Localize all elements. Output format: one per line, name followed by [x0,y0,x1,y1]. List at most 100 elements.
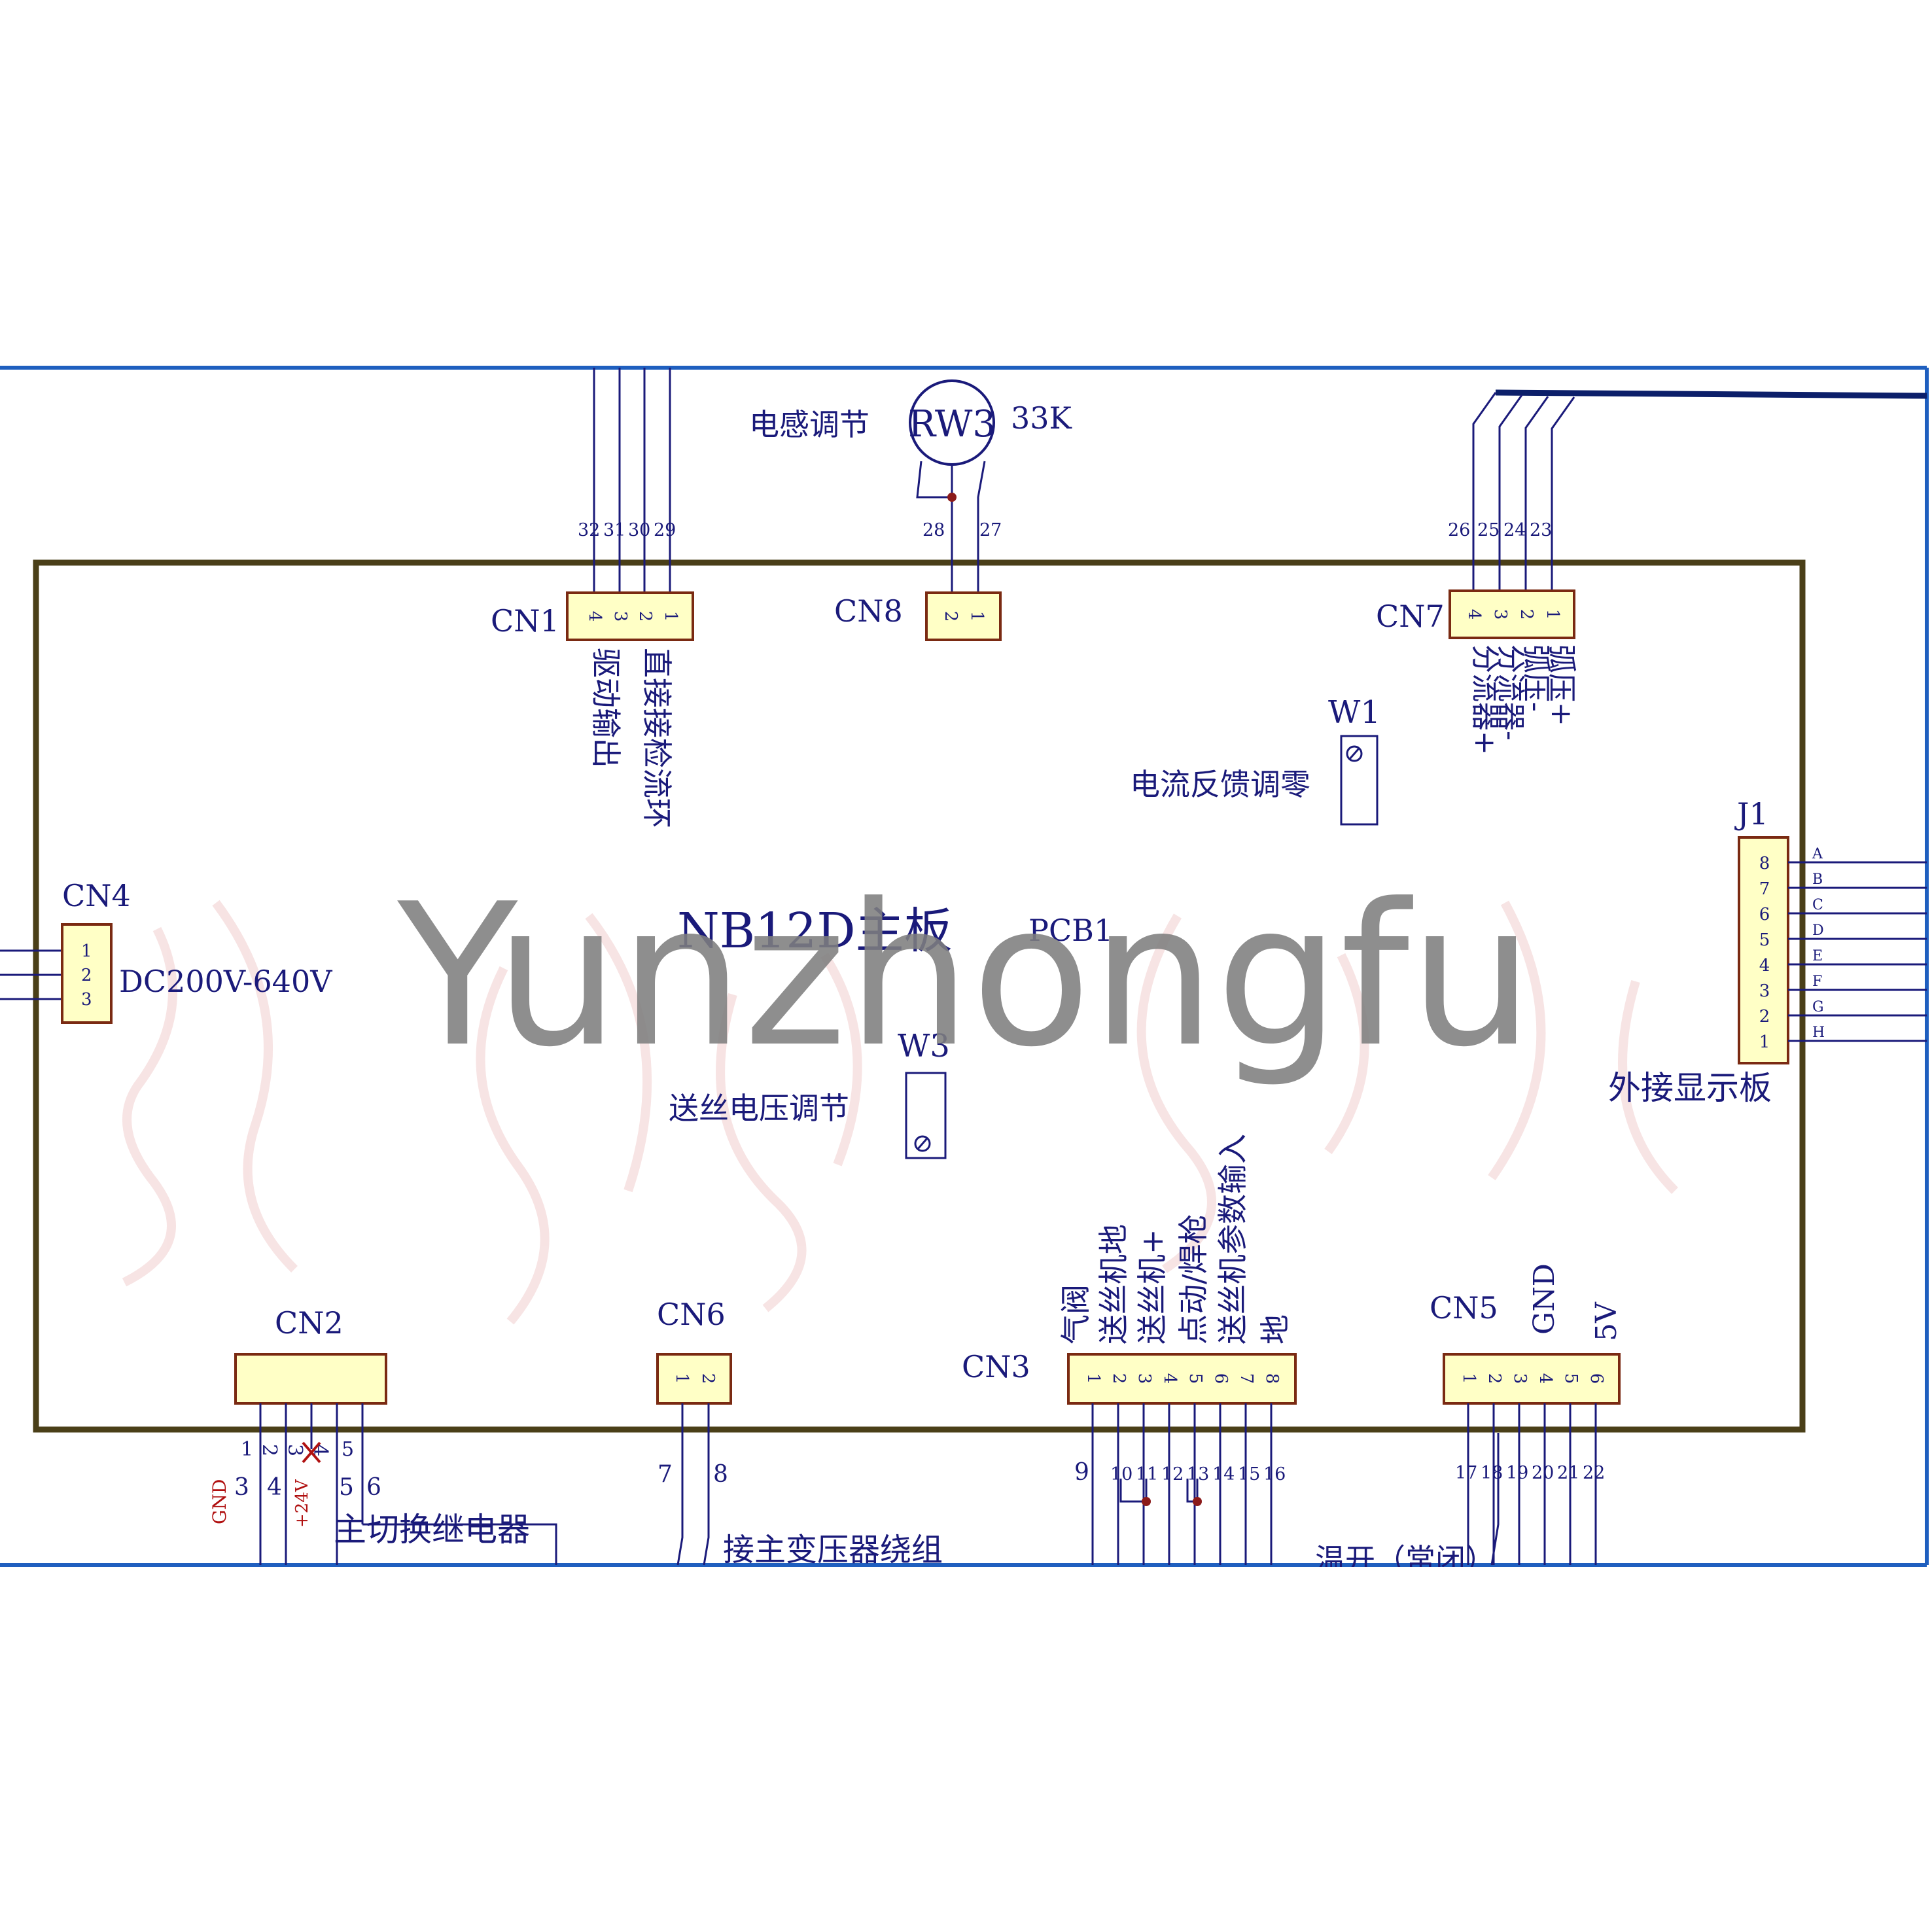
cn6-connector: CN6 1 2 7 8 接主变压器绕组 [656,1297,943,1568]
cn5-pin: 3 [1510,1373,1530,1384]
cn7-pin-2: 2 [1517,609,1536,620]
cn2-gnd-label: GND [209,1479,230,1524]
cn4-label: DC200V-640V [119,964,332,999]
j1-letter: H [1812,1025,1825,1041]
cn3-pin: 4 [1160,1373,1180,1384]
cn3-wire: 12 [1161,1464,1184,1484]
w3-trimmer: W3 送丝电压调节 [669,1028,950,1159]
cn3-pin: 1 [1083,1373,1103,1384]
j1-letter: D [1812,922,1824,939]
cn3-connector: CN3 19210311412513614715816 气阀送丝机地送丝机+点动… [962,1134,1297,1565]
cn5-wire: 17 [1455,1463,1477,1483]
w3-ref: W3 [898,1028,950,1064]
j1-pin: 2 [1759,1007,1770,1027]
cn2-wire-5: 5 [339,1474,354,1501]
j1-pin: 8 [1759,854,1770,873]
cn8-pin-2: 2 [941,611,960,622]
w1-trimmer: W1 电流反馈调零 [1130,694,1380,826]
cross-mark-icon [302,1441,321,1464]
cn5-pin: 4 [1536,1373,1555,1384]
cn3-label: 送丝机地 [1096,1224,1131,1344]
cn3-wire: 16 [1263,1464,1286,1484]
cn6-pin-1: 1 [672,1373,692,1384]
cn3-pin: 6 [1211,1373,1231,1384]
cn1-label-current-ring: 直接接检流环 [639,648,675,828]
cn3-pin: 5 [1186,1373,1205,1384]
cn3-pin: 3 [1134,1373,1154,1384]
cn2-pin-2: 2 [258,1444,281,1456]
cn7-wire-23: 23 [1530,520,1552,540]
cn5-wire: 20 [1532,1463,1554,1483]
cn6-pin-2: 2 [698,1373,718,1384]
board-outline [33,559,1806,1433]
cn5-pin: 2 [1484,1373,1504,1384]
cn6-ref: CN6 [657,1297,726,1332]
cn3-pin: 2 [1109,1373,1129,1384]
j1-pin: 4 [1759,956,1770,975]
cn5-gnd-label: GND [1528,1263,1561,1335]
cn3-wire: 15 [1238,1464,1260,1484]
cn5-pin: 6 [1587,1373,1606,1384]
rw3-potentiometer: RW3 33K 电感调节 [749,379,1073,593]
cn1-ref: CN1 [491,603,559,639]
cn4-pin-1: 1 [81,941,92,961]
w1-function: 电流反馈调零 [1130,767,1310,802]
cn1-pin-2: 2 [635,611,655,622]
cn2-ref: CN2 [275,1305,343,1341]
j1-ref: J1 [1734,796,1768,832]
cn5-wire: 19 [1506,1463,1528,1483]
cn7-pin-3: 3 [1490,609,1510,620]
j1-pin: 3 [1759,981,1770,1001]
cn8-wire-28: 28 [922,520,945,540]
cn7-label-arc-minus: 弧压- [1519,644,1553,712]
j1-letter: A [1812,846,1823,862]
watermark-text: Yunzhongfu [395,862,1534,1090]
cn5-wire: 22 [1583,1463,1605,1483]
j1-label: 外接显示板 [1608,1069,1772,1107]
cn5-pin: 5 [1561,1373,1581,1384]
cn2-pin-5: 5 [342,1438,354,1461]
j1-pin: 1 [1759,1032,1770,1052]
j1-pin: 6 [1759,905,1770,924]
cn1-wire-30: 30 [628,520,650,540]
cn4-pin-3: 3 [81,990,92,1010]
j1-letter: F [1812,974,1822,990]
outer-frame [0,366,1929,1567]
cn1-label-drive-output: 驱动输出 [588,648,624,768]
cn1-connector: 32 31 30 29 4 3 2 1 CN1 驱动输出 直接接检流环 [491,368,694,828]
cn5-wire: 21 [1557,1463,1579,1483]
cn3-label: 点动/焊枪 [1176,1214,1211,1345]
cn6-label: 接主变压器绕组 [723,1532,943,1568]
j1-letter: G [1812,999,1824,1015]
cn6-wire-7: 7 [658,1461,673,1488]
cn5-wire: 18 [1481,1463,1503,1483]
cn8-ref: CN8 [834,593,903,629]
cn2-connector: CN2 1 2 3 4 5 3 4 5 6 GND +24V 主切换继电器 [209,1305,557,1565]
cn7-wire-26: 26 [1448,520,1470,540]
w3-function: 送丝电压调节 [669,1091,849,1126]
rw3-function: 电感调节 [749,407,869,442]
cn7-label-shunt-minus: 分流器- [1494,644,1527,741]
cn3-wire: 14 [1212,1464,1235,1484]
cn3-label: 气阀 [1058,1284,1093,1344]
cn7-wire-25: 25 [1477,520,1500,540]
cn5-5v-label: 5V [1590,1301,1623,1341]
cn3-ref: CN3 [962,1349,1030,1384]
cn3-label: 送丝机参数输入 [1215,1134,1250,1344]
cn2-24v-label: +24V [292,1479,312,1528]
cn7-label-arc-plus: 弧压+ [1545,644,1578,726]
j1-letter: B [1812,871,1823,888]
cn2-pin-1: 1 [241,1438,253,1461]
calligraphy-watermark [122,900,1678,1325]
cn2-wire-4: 4 [267,1474,282,1501]
cn5-ref: CN5 [1430,1290,1498,1326]
cn2-pin-3: 3 [283,1444,306,1456]
cn1-wire-32: 32 [578,520,600,540]
cn1-pin-1: 1 [661,611,680,622]
cn1-wire-29: 29 [654,520,676,540]
cn5-pin: 1 [1459,1373,1479,1384]
cn1-pin-3: 3 [610,611,630,622]
rw3-value: 33K [1011,400,1073,436]
